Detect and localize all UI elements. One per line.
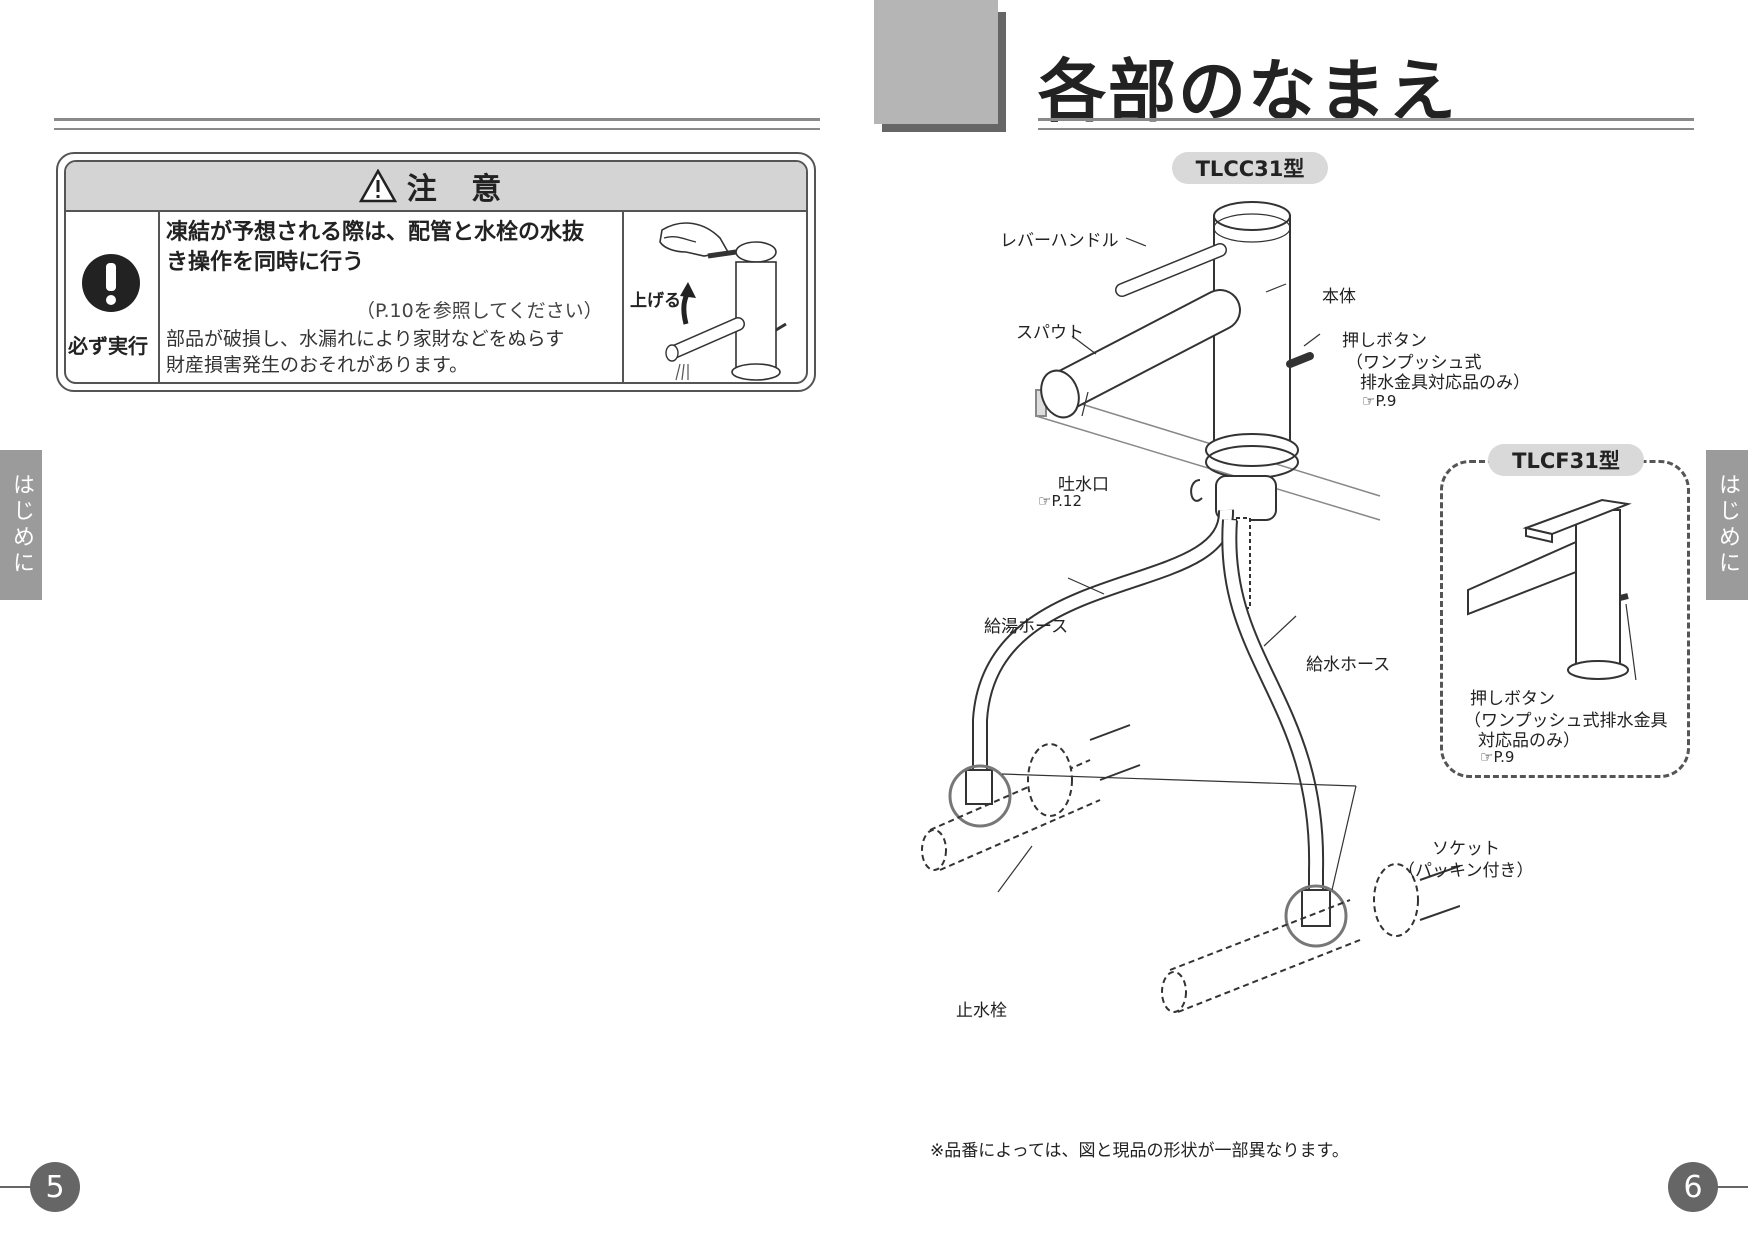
faucet-drain-illustration: [659, 222, 787, 381]
pointing-hand-icon: ☞: [1480, 748, 1494, 766]
inset-faucet-illustration: [1467, 498, 1637, 680]
inset-label-note2: 対応品のみ）: [1478, 731, 1580, 751]
caution-title: 凍結が予想される際は、配管と水栓の水抜 き操作を同時に行う: [166, 218, 584, 278]
pointing-hand-icon: ☞: [1362, 392, 1376, 410]
label-push-button: 押しボタン: [1342, 331, 1427, 351]
caution-body-line1: 部品が破損し、水漏れにより家財などをぬらす: [166, 328, 565, 350]
label-socket-note: （パッキン付き）: [1398, 861, 1534, 881]
left-side-tab[interactable]: はじめに: [0, 450, 42, 600]
left-header-rule-top: [54, 118, 820, 121]
left-page-number: 5: [30, 1162, 80, 1212]
warning-triangle-icon: [358, 169, 397, 203]
label-cold-hose: 給水ホース: [1306, 655, 1391, 675]
title-block: [874, 0, 998, 124]
ref-outlet[interactable]: ☞P.12: [1038, 492, 1083, 510]
caution-body: 部品が破損し、水漏れにより家財などをぬらす 財産損害発生のおそれがあります。: [166, 326, 564, 378]
model-inset-badge: TLCF31型: [1488, 444, 1644, 476]
label-body: 本体: [1322, 287, 1356, 307]
caution-icon-column: 必ず実行: [66, 212, 160, 382]
right-page-number: 6: [1668, 1162, 1718, 1212]
caution-header: 注 意: [66, 162, 806, 212]
inset-label-push-button: 押しボタン: [1470, 689, 1555, 709]
pointing-hand-icon: ☞: [1038, 492, 1052, 510]
ref-push-button[interactable]: ☞P.9: [1362, 392, 1397, 410]
caution-reference: （P.10を参照してください）: [356, 300, 603, 322]
left-header-rule-bottom: [54, 128, 820, 130]
label-socket: ソケット: [1432, 839, 1500, 859]
label-spout: スパウト: [1016, 323, 1084, 343]
mandatory-action-icon: [82, 254, 140, 312]
left-page-line: [0, 1186, 32, 1188]
faucet-parts-diagram: [921, 201, 1460, 1013]
label-push-button-note1: （ワンプッシュ式: [1346, 353, 1482, 373]
lift-label: 上げる: [630, 291, 681, 311]
right-header-rule-bottom: [1038, 128, 1694, 130]
right-page-line: [1716, 1186, 1748, 1188]
inset-ref-push-button[interactable]: ☞P.9: [1480, 748, 1515, 766]
caution-title-line2: き操作を同時に行う: [166, 250, 365, 275]
right-side-tab[interactable]: はじめに: [1706, 450, 1748, 600]
caution-box: 注 意 必ず実行 凍結が予想される際は、配管と水栓の水抜 き操作を同時に行う （…: [56, 152, 816, 392]
label-stop-valve: 止水栓: [956, 1001, 1007, 1021]
right-header-rule-top: [1038, 118, 1694, 121]
mandatory-label: 必ず実行: [68, 334, 148, 358]
label-outlet: 吐水口: [1058, 475, 1109, 495]
caution-body-line2: 財産損害発生のおそれがあります。: [166, 354, 469, 376]
caution-illustration: 上げる: [622, 212, 806, 382]
caution-header-text: 注 意: [406, 172, 514, 207]
caution-title-line1: 凍結が予想される際は、配管と水栓の水抜: [166, 220, 585, 245]
label-hot-hose: 給湯ホース: [984, 617, 1069, 637]
model-main-badge: TLCC31型: [1172, 152, 1328, 184]
footnote: ※品番によっては、図と現品の形状が一部異なります。: [930, 1141, 1349, 1161]
inset-label-note1: （ワンプッシュ式排水金具: [1464, 711, 1668, 731]
label-lever-handle: レバーハンドル: [1000, 231, 1119, 251]
label-push-button-note2: 排水金具対応品のみ）: [1360, 373, 1530, 393]
